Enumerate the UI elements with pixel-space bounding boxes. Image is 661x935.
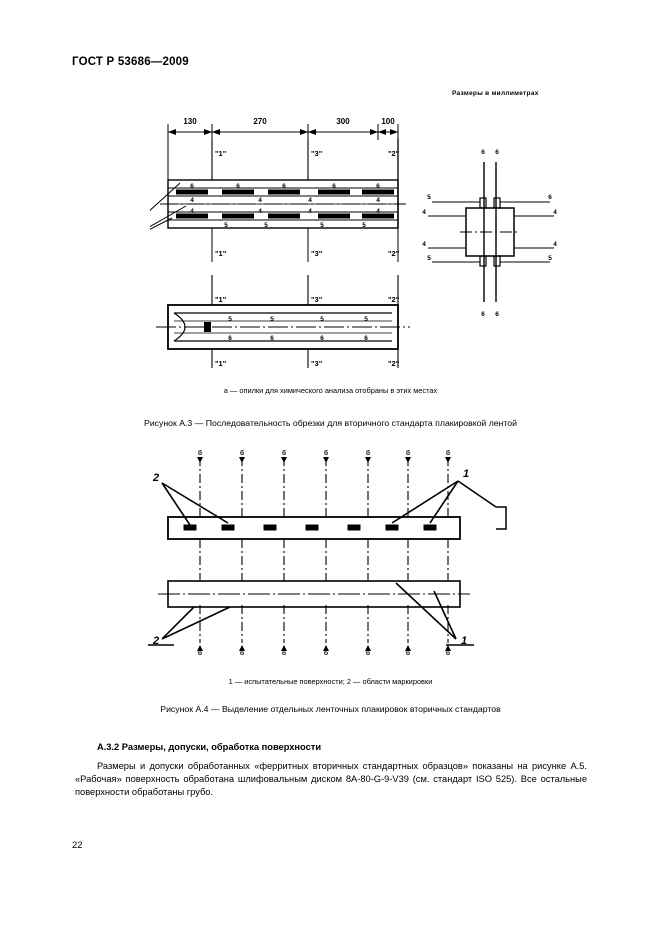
- strip-label-5: 5: [320, 222, 324, 229]
- figure-a3-svg: 130 270 300 100 "1" "3" "2" "1" "3" "2" …: [150, 117, 557, 368]
- strip-label-4: 4: [258, 197, 262, 204]
- units-note: Размеры в миллиметрах: [452, 90, 539, 97]
- strip-label-4: 4: [258, 208, 262, 215]
- lower-label-6: 6: [270, 335, 274, 342]
- section-mark-3-upper: "3": [311, 149, 323, 158]
- xs-label-left-5: 5: [427, 194, 431, 201]
- strip-label-4: 4: [308, 208, 312, 215]
- lower-label-6: 6: [320, 335, 324, 342]
- section-mark-2-lower: "2": [388, 295, 400, 304]
- figure-a3-drawing: 130 270 300 100 "1" "3" "2" "1" "3" "2" …: [150, 110, 590, 370]
- section-mark-b: б: [198, 449, 202, 457]
- section-mark-1-mid: "1": [215, 249, 227, 258]
- strip-label-5: 5: [264, 222, 268, 229]
- figure-a4-legend: 1 — испытательные поверхности; 2 — облас…: [228, 677, 433, 686]
- section-mark-b: б: [240, 449, 244, 457]
- xs-label-right-6: 6: [548, 194, 552, 201]
- section-mark-b: б: [406, 449, 410, 457]
- section-mark-1-upper: "1": [215, 149, 227, 158]
- strip-label-4: 4: [376, 197, 380, 204]
- strip-label-4: 4: [376, 208, 380, 215]
- section-mark-b: б: [324, 649, 328, 657]
- dim-300: 300: [336, 117, 350, 126]
- dim-130: 130: [183, 117, 197, 126]
- lower-label-5: 5: [320, 316, 324, 323]
- section-mark-3-mid: "3": [311, 249, 323, 258]
- section-mark-b: б: [282, 449, 286, 457]
- callout-2-lower: 2: [152, 635, 159, 647]
- section-heading: А.3.2 Размеры, допуски, обработка поверх…: [97, 742, 322, 752]
- strip-label-6: 6: [190, 183, 194, 190]
- strip-label-6: 6: [376, 183, 380, 190]
- section-mark-b: б: [366, 449, 370, 457]
- page-number: 22: [72, 840, 83, 851]
- strip-label-4: 4: [190, 208, 194, 215]
- figure-a4-svg: б б б б б б б б б б б б б б: [148, 449, 507, 657]
- lower-label-6: 6: [228, 335, 232, 342]
- section-mark-b: б: [366, 649, 370, 657]
- callout-1-upper: 1: [463, 468, 469, 480]
- section-mark-3-bottom: "3": [311, 359, 323, 368]
- dim-270: 270: [253, 117, 267, 126]
- lower-label-6: 6: [364, 335, 368, 342]
- figure-a4-drawing: б б б б б б б б б б б б б б: [140, 445, 530, 670]
- xs-label-top-6: 6: [481, 149, 485, 156]
- section-mark-b: б: [240, 649, 244, 657]
- figure-a3-note: а — опилки для химического анализа отобр…: [223, 386, 438, 395]
- section-mark-b: б: [198, 649, 202, 657]
- strip-label-6: 6: [332, 183, 336, 190]
- standard-header: ГОСТ Р 53686—2009: [72, 56, 189, 68]
- xs-label-left-5: 5: [427, 255, 431, 262]
- section-mark-b: б: [282, 649, 286, 657]
- callout-1-lower: 1: [461, 635, 467, 647]
- strip-label-6: 6: [282, 183, 286, 190]
- section-mark-3-lower: "3": [311, 295, 323, 304]
- figure-a3-caption: Рисунок А.3 — Последовательность обрезки…: [144, 418, 517, 428]
- xs-label-left-4: 4: [422, 209, 426, 216]
- xs-label-bottom-6: 6: [495, 311, 499, 318]
- section-mark-2-bottom: "2": [388, 359, 400, 368]
- lower-label-5: 5: [364, 316, 368, 323]
- section-mark-b: б: [446, 449, 450, 457]
- xs-label-right-4: 4: [553, 209, 557, 216]
- xs-label-left-4: 4: [422, 241, 426, 248]
- section-mark-1-lower: "1": [215, 295, 227, 304]
- section-mark-2-mid: "2": [388, 249, 400, 258]
- section-mark-2-upper: "2": [388, 149, 400, 158]
- lower-label-5: 5: [228, 316, 232, 323]
- strip-label-4: 4: [308, 197, 312, 204]
- strip-label-6: 6: [236, 183, 240, 190]
- section-mark-1-bottom: "1": [215, 359, 227, 368]
- lower-label-5: 5: [270, 316, 274, 323]
- strip-label-4: 4: [190, 197, 194, 204]
- figure-a4-caption: Рисунок А.4 — Выделение отдельных ленточ…: [160, 704, 501, 714]
- strip-label-5: 5: [224, 222, 228, 229]
- section-mark-b: б: [406, 649, 410, 657]
- section-mark-b: б: [324, 449, 328, 457]
- callout-2-upper: 2: [152, 472, 159, 484]
- xs-label-right-4: 4: [553, 241, 557, 248]
- dim-100: 100: [381, 117, 395, 126]
- section-paragraph: Размеры и допуски обработанных «ферритны…: [75, 761, 587, 798]
- section-mark-b: б: [446, 649, 450, 657]
- xs-label-top-6: 6: [495, 149, 499, 156]
- xs-label-bottom-6: 6: [481, 311, 485, 318]
- strip-label-5: 5: [362, 222, 366, 229]
- xs-label-right-5: 5: [548, 255, 552, 262]
